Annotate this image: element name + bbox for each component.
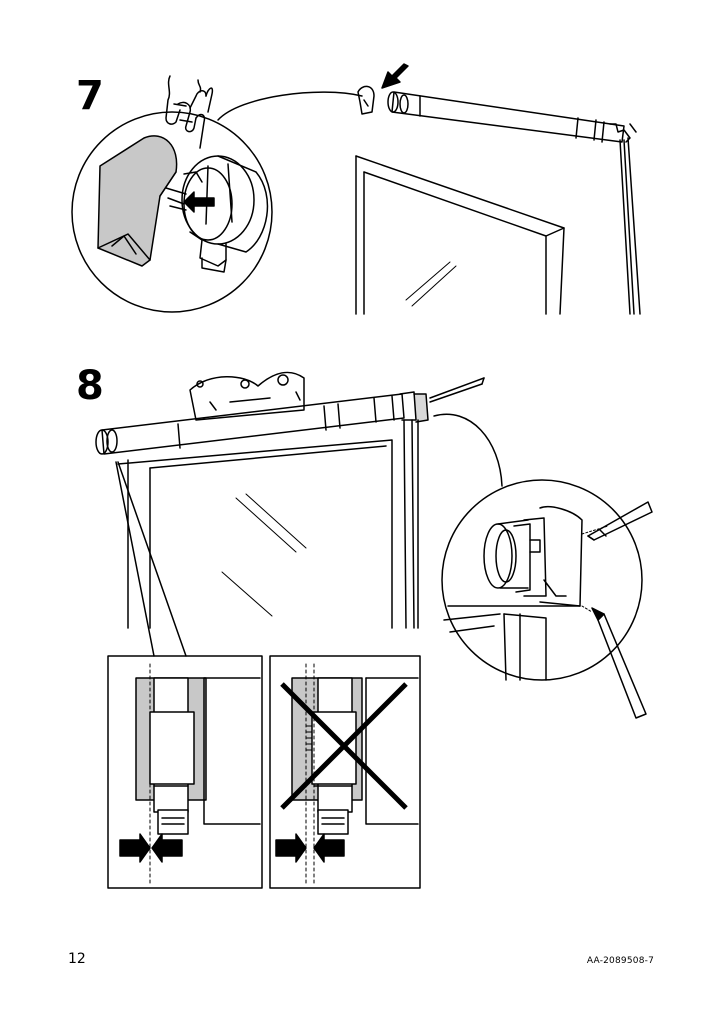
bracket-plate-icon xyxy=(189,371,305,421)
pencil-icon xyxy=(429,377,485,403)
pencil-icon xyxy=(587,501,653,719)
hand-icon xyxy=(165,75,214,149)
roller-blind-icon xyxy=(387,91,641,315)
detail-circle-step8 xyxy=(433,413,643,681)
arrow-icon xyxy=(183,191,215,213)
arrow-icon xyxy=(381,63,409,89)
alignment-panel-correct xyxy=(107,655,263,889)
bracket-detail-icon xyxy=(97,135,269,273)
detail-circle-step7 xyxy=(71,91,363,313)
window-frame-icon xyxy=(117,439,393,629)
small-bracket-icon xyxy=(357,85,375,115)
page-number: 12 xyxy=(68,951,86,967)
roller-blind-icon xyxy=(95,391,429,629)
cross-icon xyxy=(280,682,408,810)
leader-lines xyxy=(115,461,187,657)
window-frame-icon xyxy=(355,155,565,315)
step-8-number: 8 xyxy=(76,363,104,409)
document-code: AA-2089508-7 xyxy=(586,956,654,966)
step-7-number: 7 xyxy=(76,73,104,119)
